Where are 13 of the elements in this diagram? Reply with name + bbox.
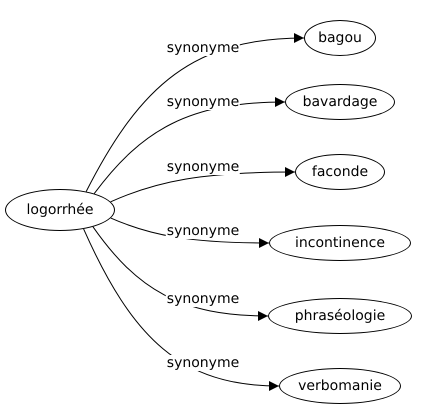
node-text: bavardage: [302, 94, 378, 110]
arrow: [86, 33, 304, 192]
arrow: [83, 228, 280, 391]
arrow: [110, 167, 296, 202]
arrow: [110, 218, 270, 248]
node-text: logorrhée: [26, 202, 94, 218]
node-text: bagou: [318, 30, 362, 46]
node-text: verbomanie: [298, 378, 382, 394]
node-text: faconde: [312, 164, 368, 180]
node-text: phraséologie: [294, 308, 386, 324]
ellipse-node: [5, 189, 115, 231]
node-text: incontinence: [295, 235, 385, 251]
edge-label: synonyme: [166, 354, 240, 371]
